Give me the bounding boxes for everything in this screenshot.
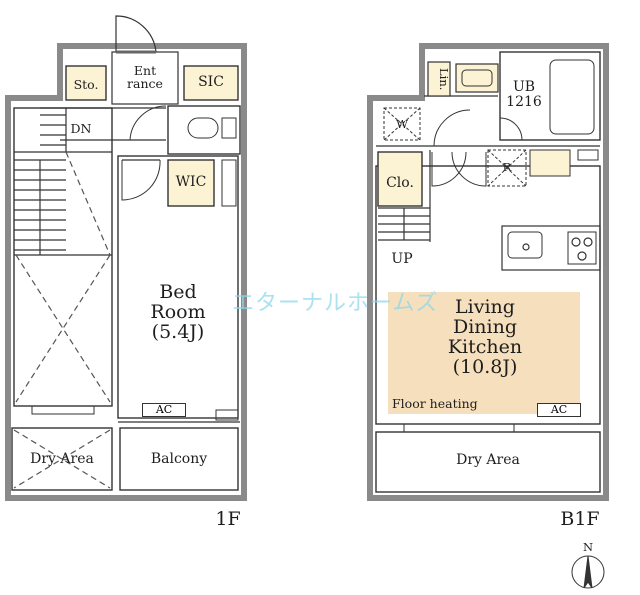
- void-marker: [15, 151, 111, 403]
- ldk-label-line3: Kitchen: [447, 335, 523, 358]
- compass-north-label: N: [582, 540, 594, 554]
- toilet: [187, 117, 219, 139]
- floor-label-b1f: B1F: [560, 508, 600, 530]
- floor-heating-label: Floor heating: [392, 396, 478, 411]
- washbasin: [455, 63, 499, 93]
- fridge-space: [487, 149, 527, 187]
- storage-1f: [65, 65, 107, 101]
- walk-in-closet: [167, 159, 215, 207]
- ldk-label-size: (10.8J): [452, 355, 518, 378]
- up-label: UP: [391, 251, 413, 267]
- ldk-label-line2: Dining: [452, 315, 518, 338]
- stairwell: [13, 107, 113, 407]
- first-floor-plan: [5, 15, 247, 501]
- entrance-label-line2: rance: [127, 76, 163, 92]
- entrance-label: Ent rance: [118, 64, 172, 90]
- dry-area-1f: [11, 427, 113, 491]
- linen-label: Lin.: [437, 68, 451, 91]
- bedroom-label-line1: Bed: [159, 281, 197, 303]
- basement-outer-wall: [367, 43, 609, 501]
- dry-area-label-1f: Dry Area: [30, 451, 94, 467]
- unit-bath: [499, 51, 601, 141]
- ac-label-1f: AC: [142, 403, 186, 417]
- compass: [571, 555, 605, 589]
- entrance-door: [115, 15, 157, 53]
- closet-label-b1f: Clo.: [386, 175, 414, 191]
- unit-bath-label: UB 1216: [504, 80, 544, 109]
- bedroom-label: Bed Room (5.4J): [130, 281, 226, 343]
- kitchen-counter: [501, 225, 601, 271]
- storage-label-1f: Sto.: [73, 77, 99, 92]
- staircase-b1f: [378, 150, 431, 242]
- dn-label: DN: [70, 121, 92, 136]
- ac-label-b1f: AC: [537, 403, 581, 417]
- cooktop: [567, 231, 597, 265]
- kitchen-sink: [507, 231, 543, 259]
- balcony-label: Balcony: [150, 451, 208, 467]
- unit-bath-label-line2: 1216: [506, 93, 542, 110]
- closet-b1f: [377, 151, 423, 207]
- basement-floor-plan: [367, 43, 609, 501]
- entrance-label-line1: Ent: [133, 63, 157, 78]
- fridge-label: R: [502, 160, 512, 174]
- sic-label: SIC: [198, 74, 224, 90]
- washer-label: W: [396, 117, 408, 131]
- staircase-1f: [14, 107, 112, 256]
- unit-bath-label-line1: UB: [512, 79, 536, 95]
- toilet-room: [167, 105, 241, 155]
- dry-area-label-b1f: Dry Area: [456, 452, 520, 468]
- bedroom-label-size: (5.4J): [151, 320, 205, 343]
- bedroom-label-line2: Room: [150, 300, 206, 323]
- bedroom: [117, 155, 239, 419]
- wic-label: WIC: [175, 174, 207, 190]
- washer-space: [383, 107, 421, 141]
- linen-closet: [427, 61, 451, 97]
- floor-label-1f: 1F: [215, 508, 241, 530]
- ldk-label-line1: Living: [455, 296, 515, 318]
- first-floor-outer-wall: [5, 43, 247, 501]
- watermark: エターナルホームズ: [232, 291, 439, 316]
- ldk-heated-area: [388, 292, 580, 414]
- balcony: [119, 427, 239, 491]
- sic-closet: [183, 65, 239, 101]
- ldk-label: Living Dining Kitchen (10.8J): [430, 296, 540, 378]
